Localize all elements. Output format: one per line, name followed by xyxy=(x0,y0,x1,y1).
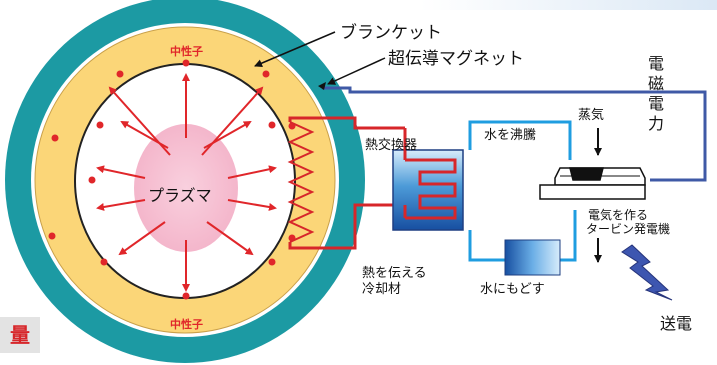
blanket-coil xyxy=(287,121,315,243)
blanket-label: ブランケット xyxy=(340,23,442,43)
boil-water-label: 水を沸騰 xyxy=(484,128,537,143)
neutron-label-bottom: 中性子 xyxy=(170,318,203,331)
blanket-leader xyxy=(254,31,336,67)
coolant-loop xyxy=(288,116,405,250)
turbine-generator xyxy=(539,167,646,200)
neutron-arrows xyxy=(96,73,277,292)
neutron-label-top: 中性子 xyxy=(170,45,203,58)
magnet-leader xyxy=(327,57,386,85)
electric-power-label: 電磁電力 xyxy=(645,55,664,135)
return-water-tank xyxy=(504,239,561,276)
coolant-label-line1: 熱を伝える xyxy=(362,266,427,281)
heat-exchanger-label: 熱交換器 xyxy=(365,138,418,153)
magnet-label: 超伝導マグネット xyxy=(388,49,524,69)
header-gradient-bar xyxy=(420,0,717,10)
section-badge: 量 xyxy=(0,317,40,353)
lightning-bolt-icon xyxy=(621,244,673,301)
return-water-label: 水にもどす xyxy=(480,282,545,297)
exchanger-coil xyxy=(405,158,457,220)
steam-label: 蒸気 xyxy=(578,108,605,123)
generator-label-line2: タービン発電機 xyxy=(586,222,671,236)
magnet-power-line xyxy=(322,86,707,182)
plasma-label: プラズマ xyxy=(148,186,212,205)
magnet-terminal xyxy=(318,82,326,90)
water-loop xyxy=(468,120,577,262)
coolant-label-line2: 冷却材 xyxy=(362,282,402,297)
plasma-core xyxy=(134,124,238,252)
generator-label-line1: 電気を作る xyxy=(588,208,649,222)
transmission-label: 送電 xyxy=(660,314,693,333)
